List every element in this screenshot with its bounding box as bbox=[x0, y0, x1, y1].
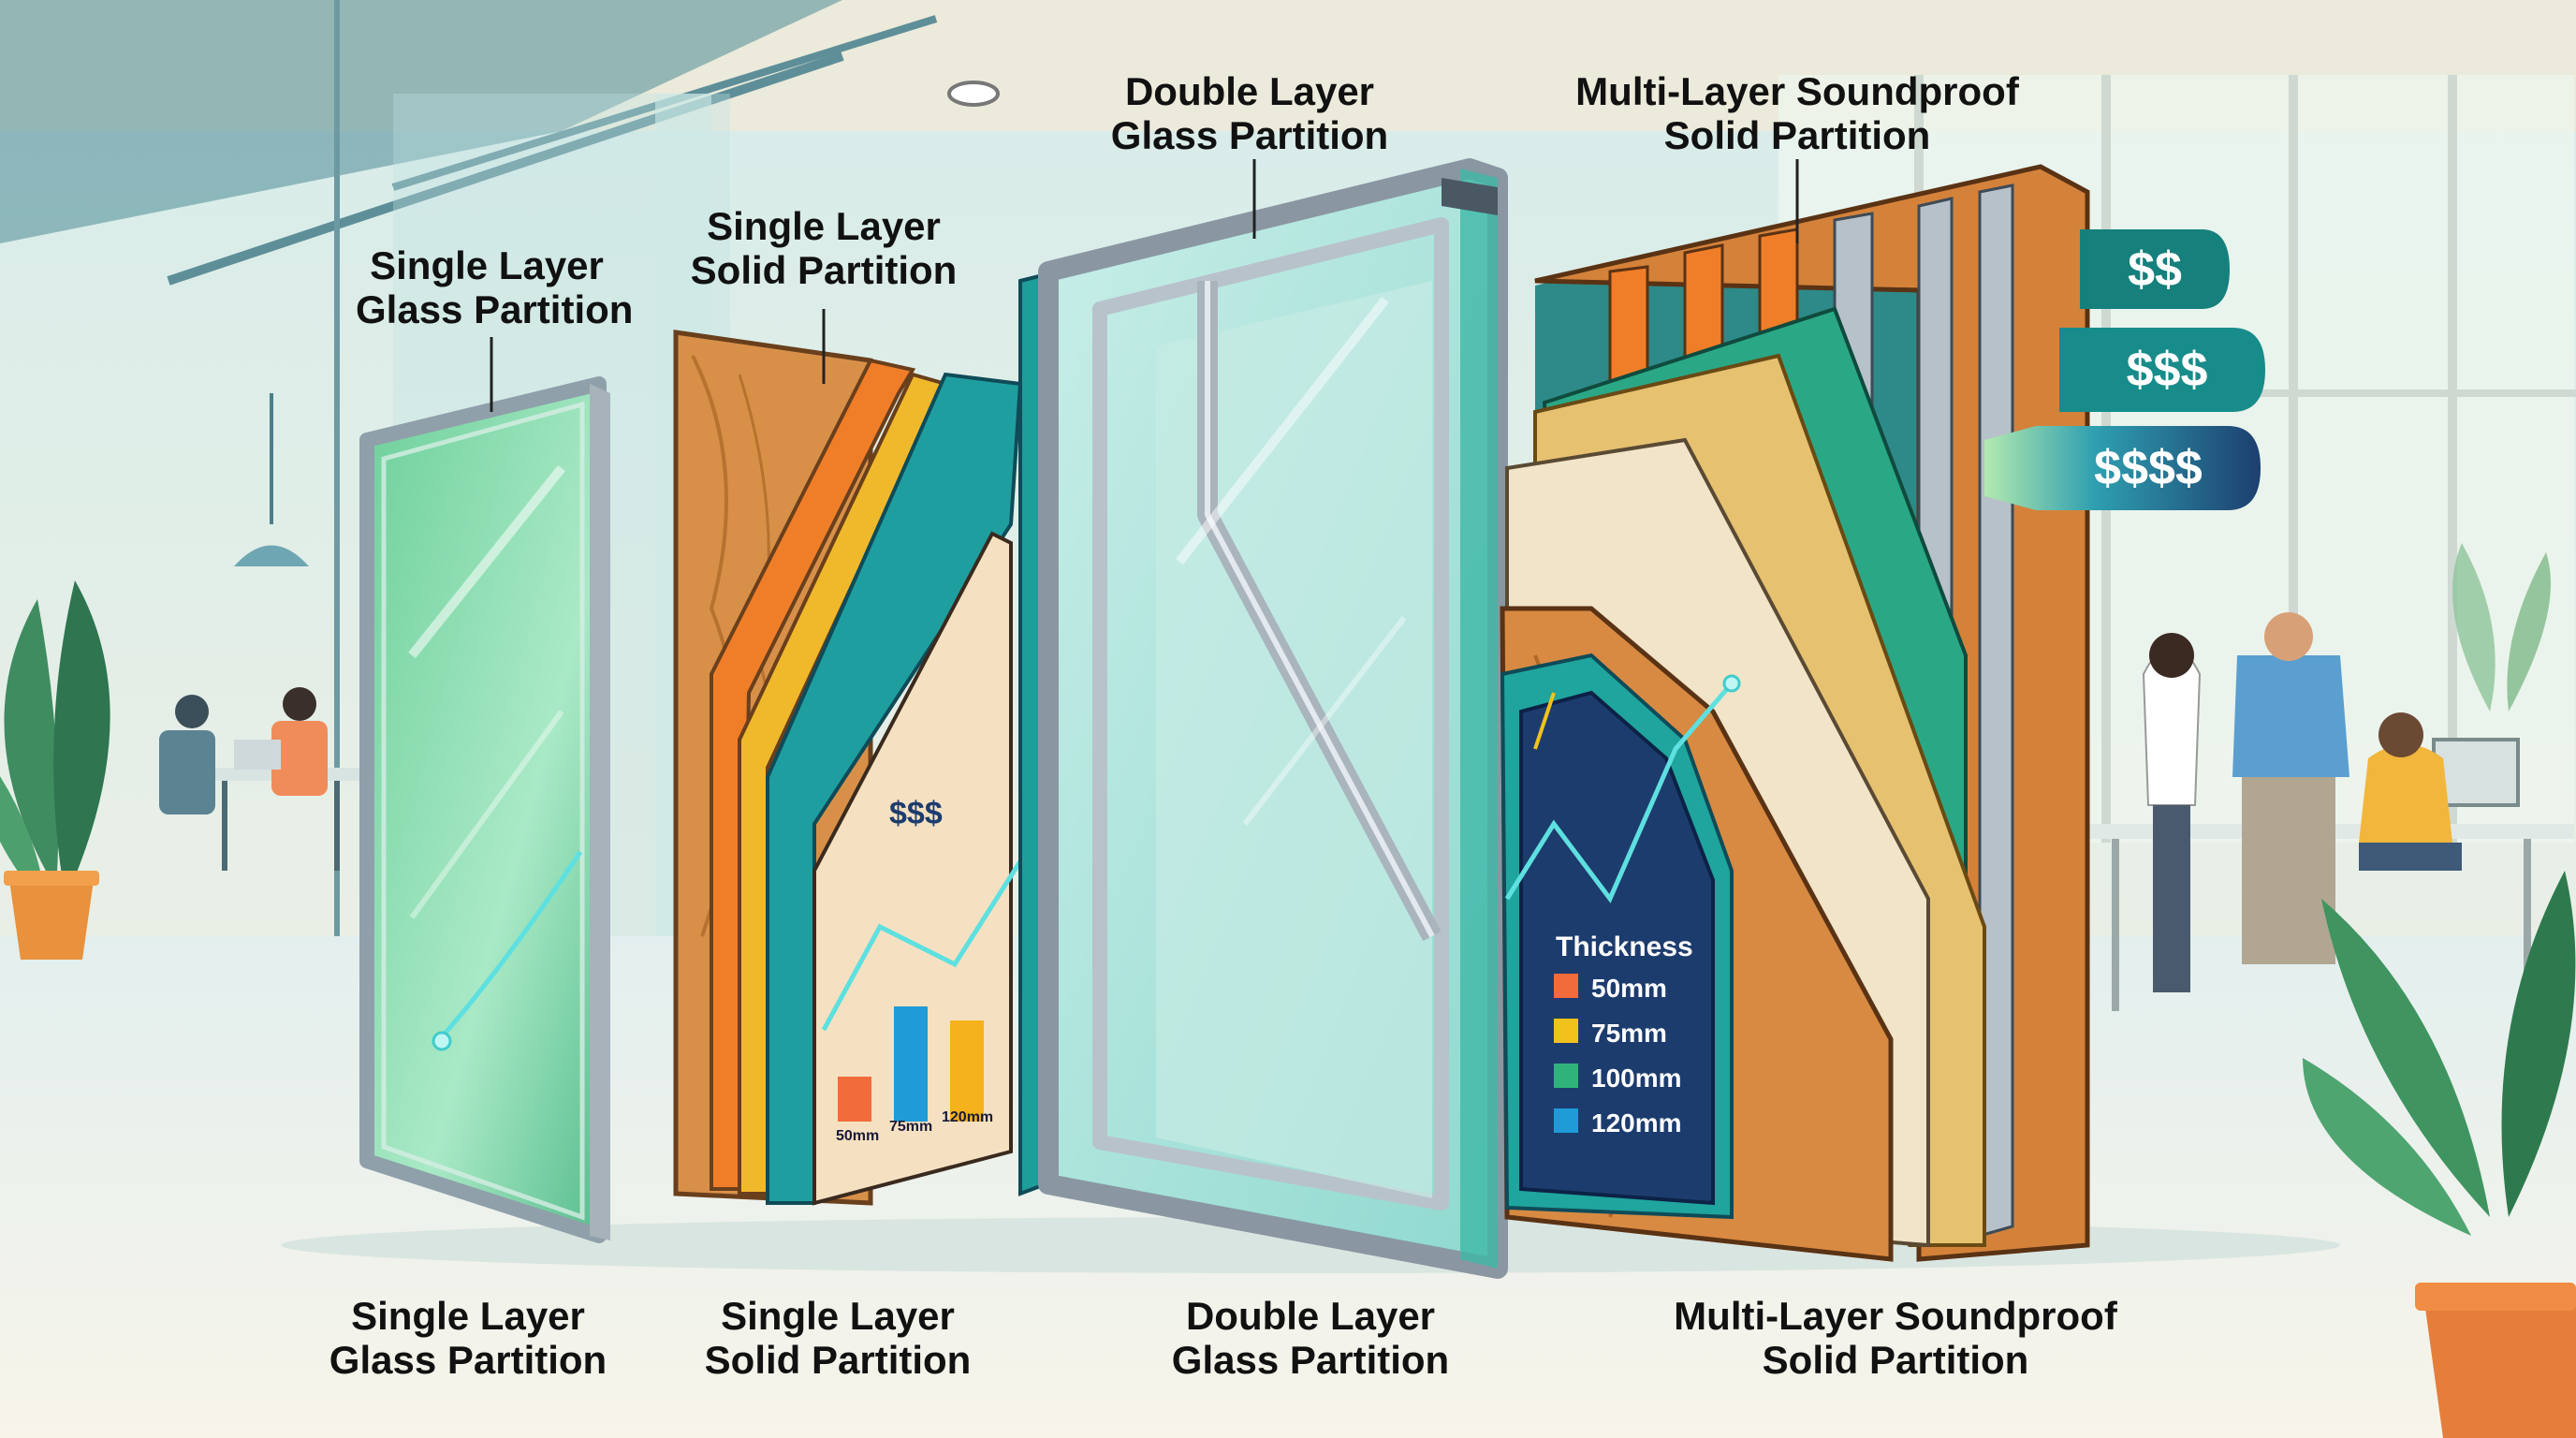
top-label-multi-layer-line1: Multi-Layer Soundproof bbox=[1575, 69, 2019, 113]
bottom-label-single-glass: Single Layer Glass Partition bbox=[318, 1294, 618, 1382]
single-glass-partition bbox=[359, 376, 610, 1243]
bottom-label-double-glass-line2: Glass Partition bbox=[1171, 1338, 1450, 1383]
price-tag-medium: $$$ bbox=[2126, 343, 2208, 397]
bottom-label-multi-layer: Multi-Layer Soundproof Solid Partition bbox=[1657, 1294, 2134, 1382]
price-tag-high: $$$$ bbox=[2094, 441, 2203, 495]
bottom-label-multi-layer-line2: Solid Partition bbox=[1762, 1338, 2029, 1383]
solid-panel-bar-label-120: 120mm bbox=[942, 1109, 994, 1125]
thickness-legend-item-120: 120mm bbox=[1591, 1108, 1682, 1137]
bottom-label-double-glass-line1: Double Layer bbox=[1185, 1294, 1436, 1338]
thickness-legend-item-75: 75mm bbox=[1591, 1019, 1667, 1048]
top-label-multi-layer-line2: Solid Partition bbox=[1663, 113, 1931, 158]
top-label-double-glass: Double Layer Glass Partition bbox=[1105, 69, 1395, 157]
top-label-single-glass: Single Layer Glass Partition bbox=[356, 243, 634, 332]
top-label-single-solid-line1: Single Layer bbox=[707, 204, 941, 248]
price-tag-low: $$ bbox=[2128, 242, 2182, 297]
thickness-legend-title: Thickness bbox=[1556, 932, 1693, 962]
bottom-label-single-solid-line1: Single Layer bbox=[721, 1294, 955, 1338]
thickness-legend-item-100: 100mm bbox=[1591, 1064, 1682, 1093]
bottom-label-single-glass-line1: Single Layer bbox=[351, 1294, 585, 1338]
bottom-label-multi-layer-line1: Multi-Layer Soundproof bbox=[1674, 1294, 2117, 1338]
solid-panel-cost-label: $$$ bbox=[889, 796, 943, 831]
price-tag-art bbox=[1984, 229, 2265, 510]
bottom-label-double-glass: Double Layer Glass Partition bbox=[1161, 1294, 1460, 1382]
double-glass-partition bbox=[1018, 158, 1508, 1279]
top-label-single-glass-line1: Single Layer bbox=[370, 243, 604, 287]
solid-panel-bar-label-50: 50mm bbox=[836, 1128, 880, 1144]
top-label-single-solid: Single Layer Solid Partition bbox=[688, 204, 959, 292]
top-label-single-solid-line2: Solid Partition bbox=[690, 248, 958, 293]
top-label-multi-layer: Multi-Layer Soundproof Solid Partition bbox=[1563, 69, 2031, 157]
multi-layer-partition bbox=[1500, 164, 2090, 1262]
bottom-label-single-solid: Single Layer Solid Partition bbox=[688, 1294, 988, 1382]
top-label-double-glass-line1: Double Layer bbox=[1124, 69, 1375, 113]
single-solid-partition bbox=[673, 330, 1050, 1206]
thickness-legend-item-50: 50mm bbox=[1591, 974, 1667, 1003]
top-label-double-glass-line2: Glass Partition bbox=[1110, 113, 1389, 158]
bottom-label-single-glass-line2: Glass Partition bbox=[329, 1338, 607, 1383]
bottom-label-single-solid-line2: Solid Partition bbox=[704, 1338, 972, 1383]
solid-panel-bar-label-75: 75mm bbox=[889, 1119, 933, 1135]
top-label-single-glass-line2: Glass Partition bbox=[356, 287, 634, 332]
